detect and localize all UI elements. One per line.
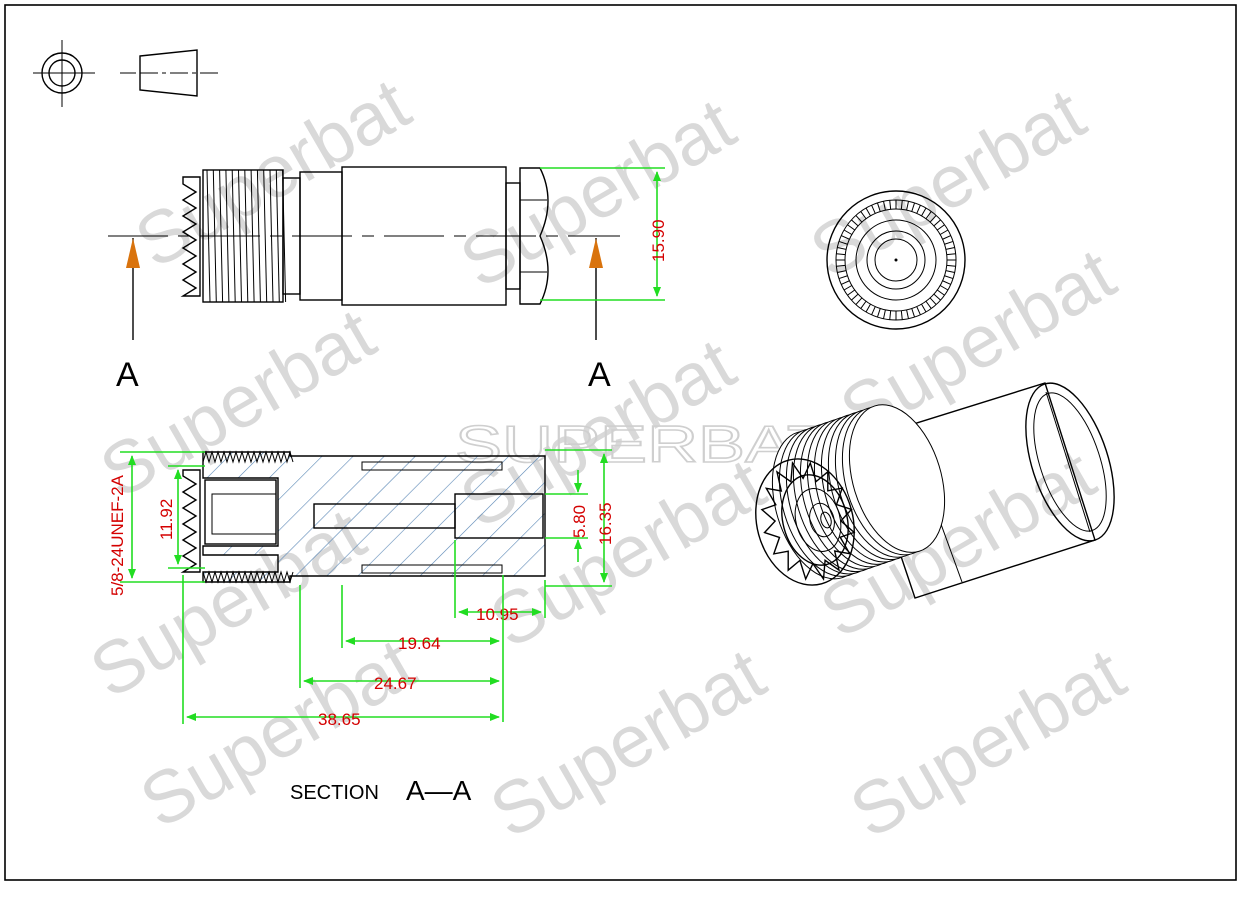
dim-front-height: 15.90 [649,219,668,262]
dim-length-2: 24.67 [374,674,417,693]
section-view: 5/8-24UNEF-2A 11.92 5.80 16.35 10.95 19.… [108,449,615,806]
section-name: A—A [406,775,472,806]
dim-thread-spec: 5/8-24UNEF-2A [108,474,127,596]
section-title: SECTION [290,782,379,804]
end-view [826,190,966,330]
isometric-view [755,382,1115,599]
dim-length-1: 19.64 [398,634,441,653]
section-marker-right: A [588,356,611,394]
watermark-text: Superbat [477,632,779,854]
watermark-text: Superbat [447,82,749,304]
dim-body-diameter: 16.35 [596,502,615,545]
section-marker-left: A [116,356,139,394]
dim-overall-length: 38.65 [318,710,361,729]
dim-rear-length: 10.95 [476,605,519,624]
drawing-frame [4,4,1237,881]
projection-symbol [33,40,220,107]
dim-inner-diameter: 11.92 [157,499,176,540]
dim-pin-diameter: 5.80 [570,505,589,538]
watermark-text: Superbat [837,632,1139,854]
watermark-text: Superbat [122,62,424,284]
front-view: A A 15.90 [108,166,668,394]
